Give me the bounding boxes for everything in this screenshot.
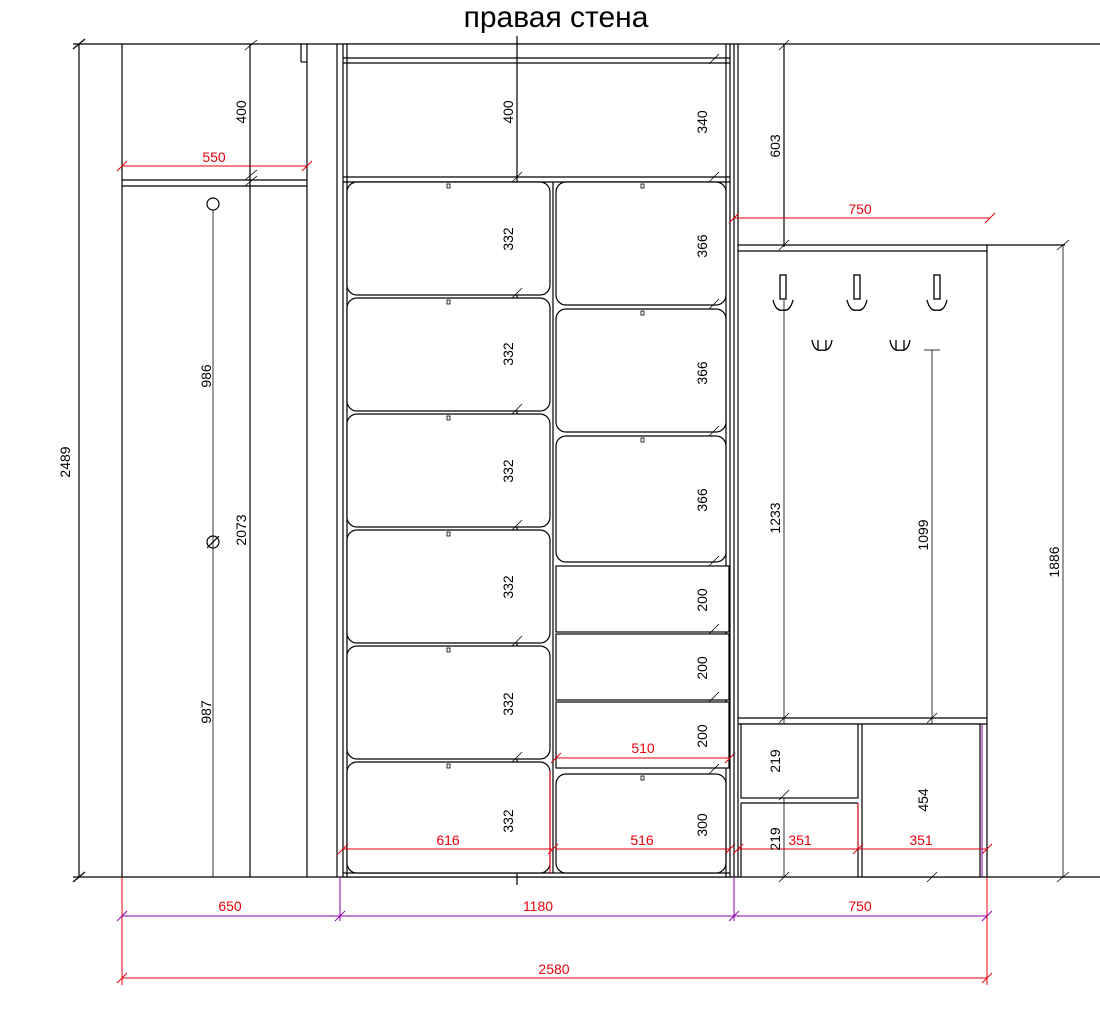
dim-left-top-height: 400 bbox=[233, 100, 249, 124]
dim-mid-width-510: 510 bbox=[631, 740, 655, 756]
coat-hook-icon bbox=[811, 339, 833, 351]
dim-right-hook-high: 1233 bbox=[767, 502, 783, 533]
dim-right-top: 603 bbox=[767, 134, 783, 158]
coat-hook-icon bbox=[926, 274, 948, 311]
hanger-rod-icon bbox=[206, 197, 220, 211]
door-handles bbox=[446, 183, 645, 781]
dim-mid-bottom: 300 bbox=[694, 813, 710, 837]
middle-shelf-section bbox=[337, 36, 736, 885]
dim-mid-shelf-5: 332 bbox=[500, 692, 516, 716]
dim-mid-right-shelf-2: 366 bbox=[694, 361, 710, 385]
dim-mid-width-516: 516 bbox=[630, 832, 654, 848]
dim-bench-width-left: 351 bbox=[788, 832, 812, 848]
dim-drawer-3: 200 bbox=[694, 724, 710, 748]
coat-hook-icon bbox=[846, 274, 868, 311]
dim-left-height: 2073 bbox=[233, 514, 249, 545]
left-hanging-section bbox=[116, 39, 338, 877]
dim-drawer-1: 200 bbox=[694, 588, 710, 612]
dim-mid-right-shelf-1: 366 bbox=[694, 234, 710, 258]
drawing-title: правая стена bbox=[464, 1, 649, 34]
dim-mid-top-left: 400 bbox=[500, 100, 516, 124]
dim-mid-width-616: 616 bbox=[436, 832, 460, 848]
dim-left-rod-lower: 987 bbox=[198, 700, 214, 724]
dim-left-rod-upper: 986 bbox=[198, 364, 214, 388]
dim-right-height: 1886 bbox=[1046, 546, 1062, 577]
coat-hook-icon bbox=[772, 274, 794, 311]
dim-bottom-right: 750 bbox=[848, 898, 872, 914]
dim-drawer-2: 200 bbox=[694, 656, 710, 680]
dim-right-hook-low: 1099 bbox=[915, 519, 931, 550]
dim-mid-shelf-1: 332 bbox=[500, 227, 516, 251]
dim-bench-right: 454 bbox=[915, 788, 931, 812]
dim-right-width: 750 bbox=[848, 201, 872, 217]
dim-mid-shelf-3: 332 bbox=[500, 459, 516, 483]
dim-mid-shelf-2: 332 bbox=[500, 342, 516, 366]
dim-bottom-total: 2580 bbox=[538, 961, 569, 977]
dim-left-width: 550 bbox=[202, 149, 226, 165]
dim-bench-width-right: 351 bbox=[909, 832, 933, 848]
dim-bottom-left: 650 bbox=[218, 898, 242, 914]
dim-bench-upper: 219 bbox=[767, 749, 783, 773]
dim-bottom-middle: 1180 bbox=[523, 898, 553, 914]
dim-bench-lower: 219 bbox=[767, 827, 783, 851]
dim-mid-shelf-4: 332 bbox=[500, 575, 516, 599]
right-hallway-section bbox=[728, 39, 1070, 883]
dim-mid-top-right: 340 bbox=[694, 110, 710, 134]
dim-mid-right-shelf-3: 366 bbox=[694, 488, 710, 512]
bottom-dimensions bbox=[116, 877, 993, 985]
dim-mid-shelf-6: 332 bbox=[500, 809, 516, 833]
dim-total-height: 2489 bbox=[57, 446, 73, 477]
tick-marks bbox=[511, 53, 720, 775]
coat-hook-icon bbox=[889, 339, 911, 351]
hanger-rod-icon bbox=[206, 535, 220, 549]
